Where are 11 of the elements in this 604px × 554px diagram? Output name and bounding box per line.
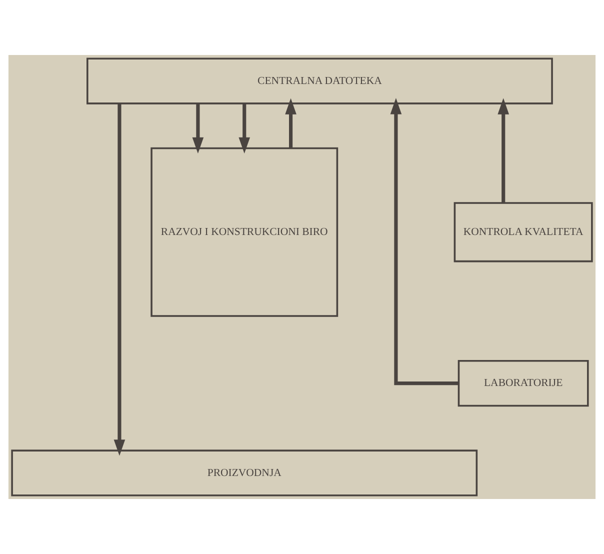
arrow xyxy=(238,104,250,154)
arrow xyxy=(498,98,510,203)
node-box: LABORATORIJE xyxy=(458,360,589,407)
arrow xyxy=(114,104,126,456)
arrow xyxy=(390,98,459,386)
node-box: CENTRALNA DATOTEKA xyxy=(86,58,553,104)
node-box: PROIZVODNJA xyxy=(11,450,478,496)
arrow xyxy=(192,104,204,154)
node-box: RAZVOJ I KONSTRUKCIONI BIRO xyxy=(150,147,338,317)
arrow xyxy=(285,98,296,148)
node-box: KONTROLA KVALITETA xyxy=(454,202,593,262)
